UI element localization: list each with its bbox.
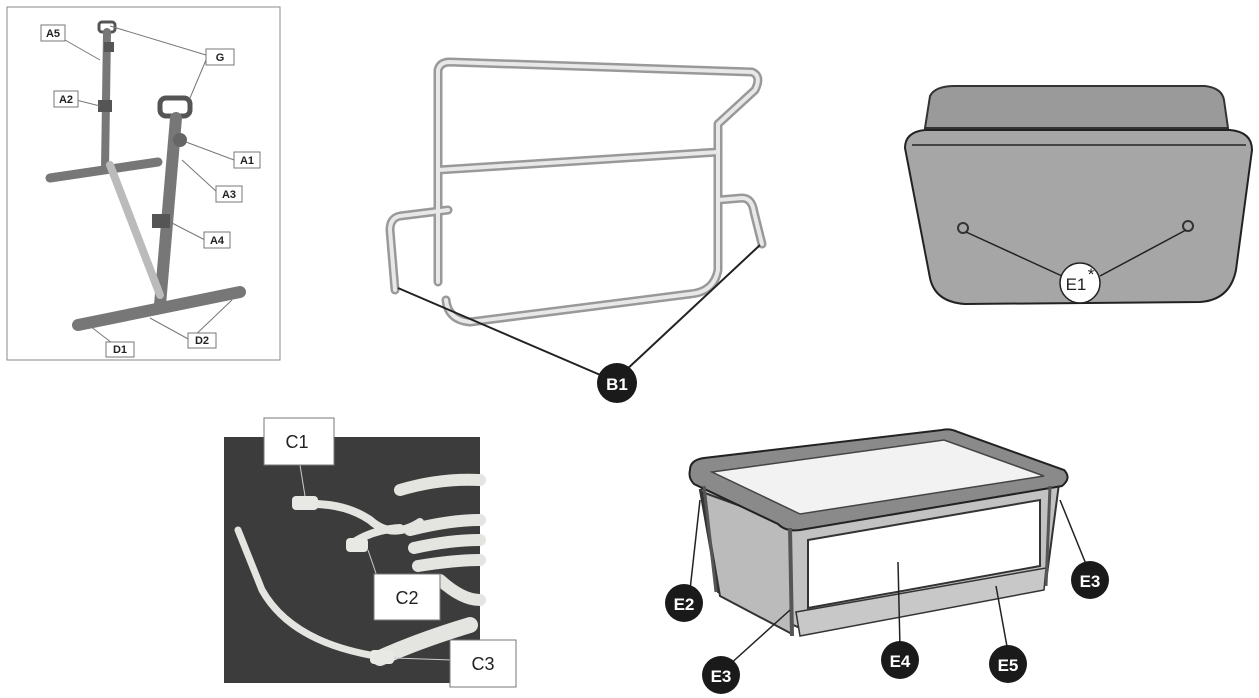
svg-text:E3: E3 [1080,572,1101,591]
bassinet-rim-opening [709,439,1045,515]
label-d1: D1 [105,341,135,358]
joint-a4 [152,214,170,228]
svg-text:E2: E2 [674,595,695,614]
bassinet-bottom-skirt [795,567,1047,637]
svg-text:C2: C2 [395,588,418,608]
callout-e4: E4 [881,641,919,679]
svg-text:C3: C3 [471,654,494,674]
hook-right [1182,220,1194,232]
frame-panel-border [6,6,281,361]
straps-photo-panel: C1 C2 C3 [224,417,517,688]
corner-post-front [788,527,794,637]
svg-text:A1: A1 [240,155,254,167]
label-a2: A2 [53,90,79,108]
callout-e2: E2 [665,584,703,622]
callout-b1: B1 [597,363,637,403]
bassinet-bottom-panel-face [903,129,1254,306]
label-a4: A4 [203,231,231,249]
buckle-c3 [370,650,394,664]
front-base-tube [72,286,246,331]
buckle-c2 [346,538,368,552]
tube-a3-a4 [154,112,182,311]
label-c3: C3 [449,639,517,688]
bassinet-mesh-window [807,498,1041,610]
bassinet-bottom-panel: E1 * [903,85,1254,306]
label-a5: A5 [40,24,66,42]
rear-base-tube [45,157,163,183]
svg-text:G: G [216,52,225,64]
label-c2: C2 [373,573,441,621]
joint-a2 [98,100,112,112]
rail-frame-highlight [388,60,764,324]
svg-text:E5: E5 [998,656,1019,675]
svg-text:E3: E3 [711,667,732,686]
bassinet-panel: E2 E3 E3 E4 E5 [665,428,1109,694]
callout-e3-right: E3 [1071,561,1109,599]
svg-text:E1: E1 [1066,275,1087,294]
svg-text:A5: A5 [46,28,60,40]
svg-text:A2: A2 [59,94,73,106]
corner-post-left [702,485,718,593]
cross-brace [106,161,164,299]
side-rails-panel: B1 [385,57,767,403]
corner-post-right [1044,485,1052,587]
label-g: G [205,48,235,66]
label-a3: A3 [215,185,243,203]
svg-text:B1: B1 [606,375,628,394]
hook-left [957,222,969,234]
frame-parts-panel: A5 G A2 A1 A3 A4 D1 D2 [6,6,281,361]
callout-e5: E5 [989,645,1027,683]
label-c1: C1 [263,417,335,466]
svg-text:A4: A4 [210,235,225,247]
callout-e3-front: E3 [702,656,740,694]
svg-text:D2: D2 [195,335,209,347]
callout-e1: E1 * [1059,262,1101,304]
svg-text:*: * [1088,265,1095,284]
label-d2: D2 [187,332,217,349]
svg-text:A3: A3 [222,189,236,201]
buckle-c1 [292,496,318,510]
rail-frame-outer [385,57,767,327]
svg-text:E4: E4 [890,652,911,671]
joint-a5 [104,42,114,52]
svg-text:C1: C1 [285,432,308,452]
joint-a1 [173,133,187,147]
svg-text:D1: D1 [113,344,127,356]
bassinet-bottom-top-edge [923,85,1230,129]
label-a1: A1 [233,151,261,169]
